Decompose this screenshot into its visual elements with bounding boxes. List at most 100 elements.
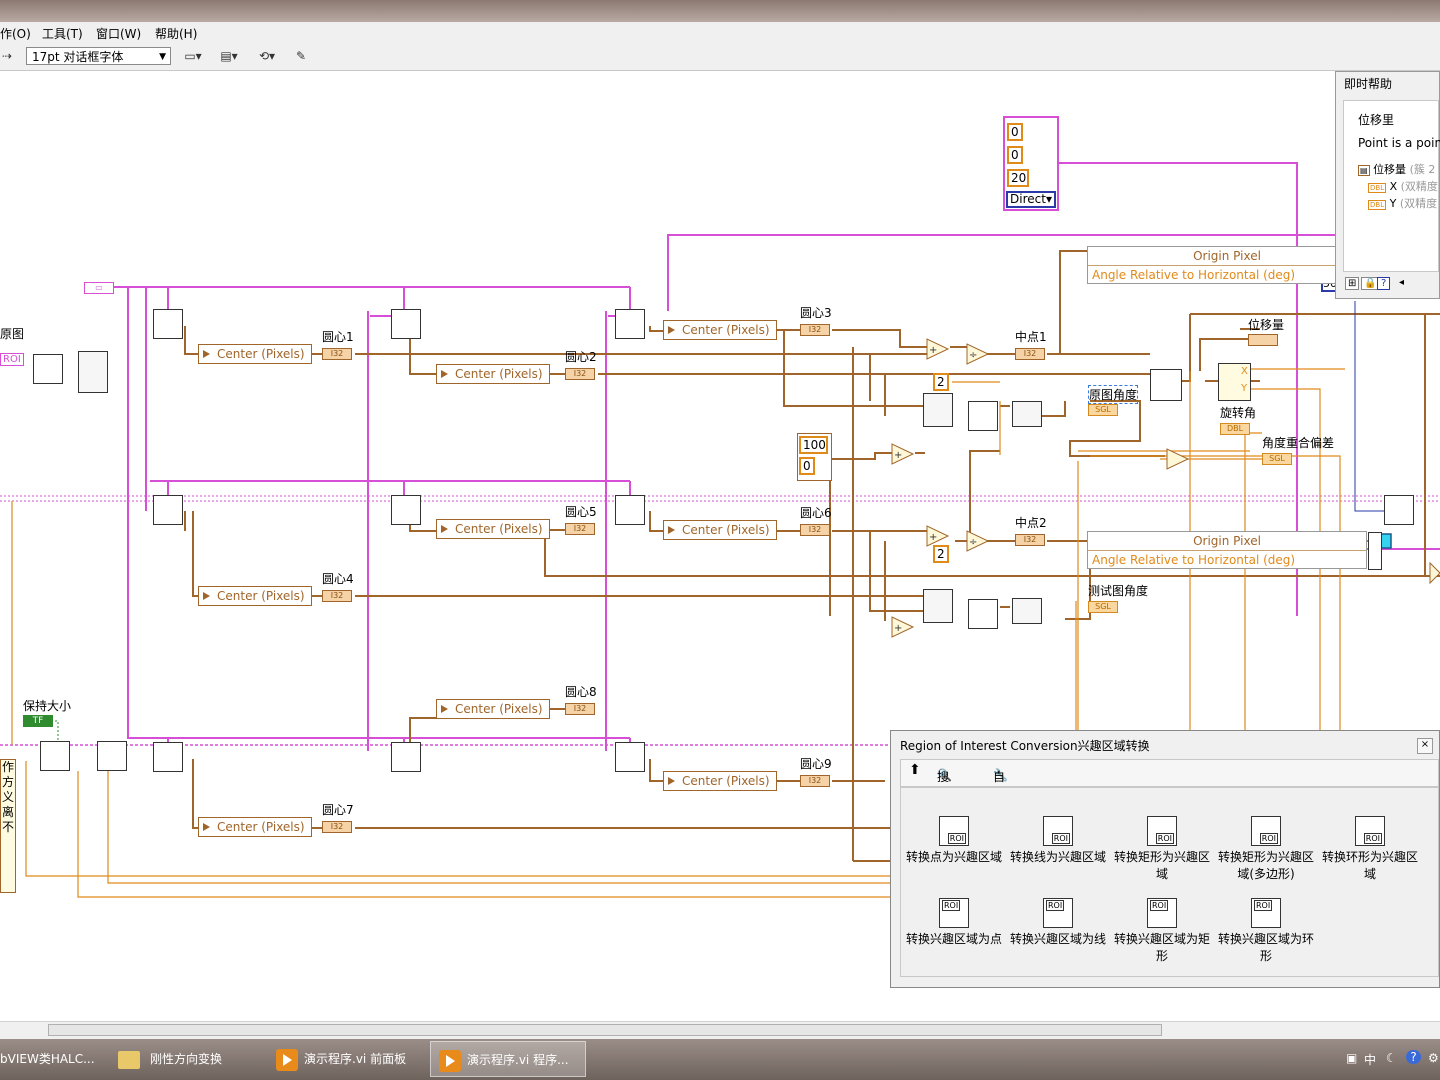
context-help-window[interactable]: 即时帮助 位移里 Point is a poin ▤ 位移量 (簇 2 DBL … [1335, 71, 1440, 299]
displacement-indicator[interactable] [1248, 334, 1278, 346]
task-block-diagram[interactable]: 演示程序.vi 程序... [430, 1041, 586, 1077]
compute-displacement-vi[interactable] [1150, 369, 1182, 401]
line-angle-vi[interactable] [968, 599, 998, 629]
palette-item-rect-to-roi-polygon[interactable]: ROI 转换矩形为兴趣区域(多边形) [1216, 816, 1316, 883]
palette-item-roi-to-line[interactable]: ROI 转换兴趣区域为线 [1008, 898, 1108, 948]
divisor-constant[interactable]: 2 [933, 545, 949, 563]
center-pixels-node[interactable]: Center (Pixels) [663, 520, 777, 540]
task-halcon[interactable]: bVIEW类HALC... [0, 1041, 104, 1077]
rotation-indicator[interactable]: DBL [1220, 423, 1250, 435]
find-circles-vi[interactable] [391, 742, 421, 772]
find-circles-vi[interactable] [615, 309, 645, 339]
divisor-constant[interactable]: 2 [933, 373, 949, 391]
palette-item-point-to-roi[interactable]: ROI 转换点为兴趣区域 [904, 816, 1004, 866]
point-constant-cluster[interactable]: 100 0 [797, 433, 832, 481]
image-overlay-vi[interactable] [40, 741, 70, 771]
distribute-objects-icon[interactable]: ▤▾ [212, 47, 246, 65]
menu-help[interactable]: 帮助(H) [155, 25, 197, 42]
source-angle-indicator[interactable]: SGL [1088, 404, 1118, 416]
find-circles-vi[interactable] [391, 309, 421, 339]
task-front-panel[interactable]: 演示程序.vi 前面板 [268, 1041, 426, 1077]
palette-item-roi-to-point[interactable]: ROI 转换兴趣区域为点 [904, 898, 1004, 948]
angle-offset-indicator[interactable]: SGL [1262, 453, 1292, 465]
overlay-geometry-vi[interactable] [1384, 495, 1414, 525]
cluster-value[interactable]: 0 [1007, 123, 1023, 141]
index-array-node[interactable] [1012, 598, 1042, 624]
align-objects-icon[interactable]: ▭▾ [176, 47, 210, 65]
y-constant[interactable]: 0 [799, 457, 815, 475]
find-circles-vi[interactable] [391, 495, 421, 525]
help-icon[interactable]: ? [1406, 1050, 1421, 1064]
image-refnum-constant[interactable]: ▭ [84, 282, 114, 294]
circle-center-terminal[interactable]: I32 [322, 348, 352, 360]
image-copy-vi[interactable] [97, 741, 127, 771]
center-pixels-node[interactable]: Center (Pixels) [198, 817, 312, 837]
detailed-help-icon[interactable]: ? [1377, 277, 1390, 290]
find-circles-vi[interactable] [153, 742, 183, 772]
find-circles-vi[interactable] [153, 309, 183, 339]
center-pixels-node[interactable]: Center (Pixels) [663, 771, 777, 791]
bundle-xy-node[interactable]: X Y [1218, 363, 1251, 401]
scroll-left-icon[interactable]: ◂ [1399, 277, 1404, 288]
cleanup-diagram-icon[interactable]: ✎ [284, 47, 318, 65]
center-pixels-node[interactable]: Center (Pixels) [198, 344, 312, 364]
circle-center-terminal[interactable]: I32 [322, 590, 352, 602]
palette-item-roi-to-rect[interactable]: ROI 转换兴趣区域为矩形 [1112, 898, 1212, 965]
roi-to-rect-vi[interactable] [33, 354, 63, 384]
keep-size-boolean[interactable]: TF [23, 715, 53, 727]
palette-item-rect-to-roi[interactable]: ROI 转换矩形为兴趣区域 [1112, 816, 1212, 883]
cluster-value[interactable]: 20 [1007, 169, 1029, 187]
center-pixels-node[interactable]: Center (Pixels) [198, 586, 312, 606]
center-pixels-node[interactable]: Center (Pixels) [663, 320, 777, 340]
center-pixels-node[interactable]: Center (Pixels) [436, 699, 550, 719]
direct-enum[interactable]: Direct▾ [1006, 191, 1056, 208]
circle-center-terminal[interactable]: I32 [322, 821, 352, 833]
cluster-value[interactable]: 0 [1007, 146, 1023, 164]
index-array-node[interactable] [1012, 401, 1042, 427]
test-angle-indicator[interactable]: SGL [1088, 601, 1118, 613]
undo-icon[interactable]: ⇢ [0, 47, 24, 65]
circle-center-terminal[interactable]: I32 [565, 368, 595, 380]
x-constant[interactable]: 100 [799, 436, 828, 454]
find-circles-vi[interactable] [615, 495, 645, 525]
horizontal-scrollbar[interactable] [0, 1021, 1440, 1039]
midpoint-terminal[interactable]: I32 [1015, 534, 1045, 546]
font-select[interactable]: 17pt 对话框字体 ▼ [26, 47, 171, 65]
roi-terminal[interactable]: ROI [0, 353, 24, 366]
midpoint-terminal[interactable]: I32 [1015, 348, 1045, 360]
unbundle-roi-node[interactable] [78, 351, 108, 393]
center-pixels-node[interactable]: Center (Pixels) [436, 364, 550, 384]
menu-tools[interactable]: 工具(T) [42, 25, 83, 42]
settings-icon[interactable]: ⚙ [1428, 1051, 1439, 1065]
circle-center-terminal[interactable]: I32 [565, 703, 595, 715]
bundle-by-name-node[interactable]: Origin Pixel Angle Relative to Horizonta… [1087, 531, 1367, 569]
menu-operate[interactable]: 作(O) [0, 25, 31, 42]
roi-conversion-palette[interactable]: Region of Interest Conversion兴趣区域转换 × ⬆ … [890, 730, 1440, 988]
center-pixels-node[interactable]: Center (Pixels) [436, 519, 550, 539]
overlay-options-cluster[interactable]: 0 0 20 Direct▾ [1003, 116, 1059, 211]
ime-icon[interactable]: ▣ [1346, 1051, 1357, 1065]
bundle-handle[interactable] [1368, 532, 1382, 570]
circle-center-terminal[interactable]: I32 [800, 524, 830, 536]
task-folder[interactable]: 刚性方向变换 [108, 1041, 264, 1077]
scrollbar-thumb[interactable] [48, 1024, 1162, 1036]
build-array-node[interactable] [923, 393, 953, 427]
circle-center-terminal[interactable]: I32 [800, 775, 830, 787]
menu-window[interactable]: 窗口(W) [96, 25, 141, 42]
show-optional-icon[interactable]: ⊞ [1345, 277, 1359, 290]
build-array-node[interactable] [923, 589, 953, 623]
up-arrow-icon[interactable]: ⬆ [909, 762, 921, 778]
bundle-by-name-node[interactable]: Origin Pixel Angle Relative to Horizonta… [1087, 246, 1367, 284]
moon-icon[interactable]: ☾ [1386, 1051, 1397, 1065]
reorder-icon[interactable]: ⟲▾ [250, 47, 284, 65]
palette-item-annulus-to-roi[interactable]: ROI 转换环形为兴趣区域 [1320, 816, 1420, 883]
ime-mode[interactable]: 中 [1364, 1051, 1376, 1068]
find-circles-vi[interactable] [615, 742, 645, 772]
find-circles-vi[interactable] [153, 495, 183, 525]
line-angle-vi[interactable] [968, 401, 998, 431]
close-icon[interactable]: × [1417, 738, 1433, 754]
palette-item-roi-to-annulus[interactable]: ROI 转换兴趣区域为环形 [1216, 898, 1316, 965]
circle-center-terminal[interactable]: I32 [565, 523, 595, 535]
circle-center-terminal[interactable]: I32 [800, 324, 830, 336]
palette-item-line-to-roi[interactable]: ROI 转换线为兴趣区域 [1008, 816, 1108, 866]
